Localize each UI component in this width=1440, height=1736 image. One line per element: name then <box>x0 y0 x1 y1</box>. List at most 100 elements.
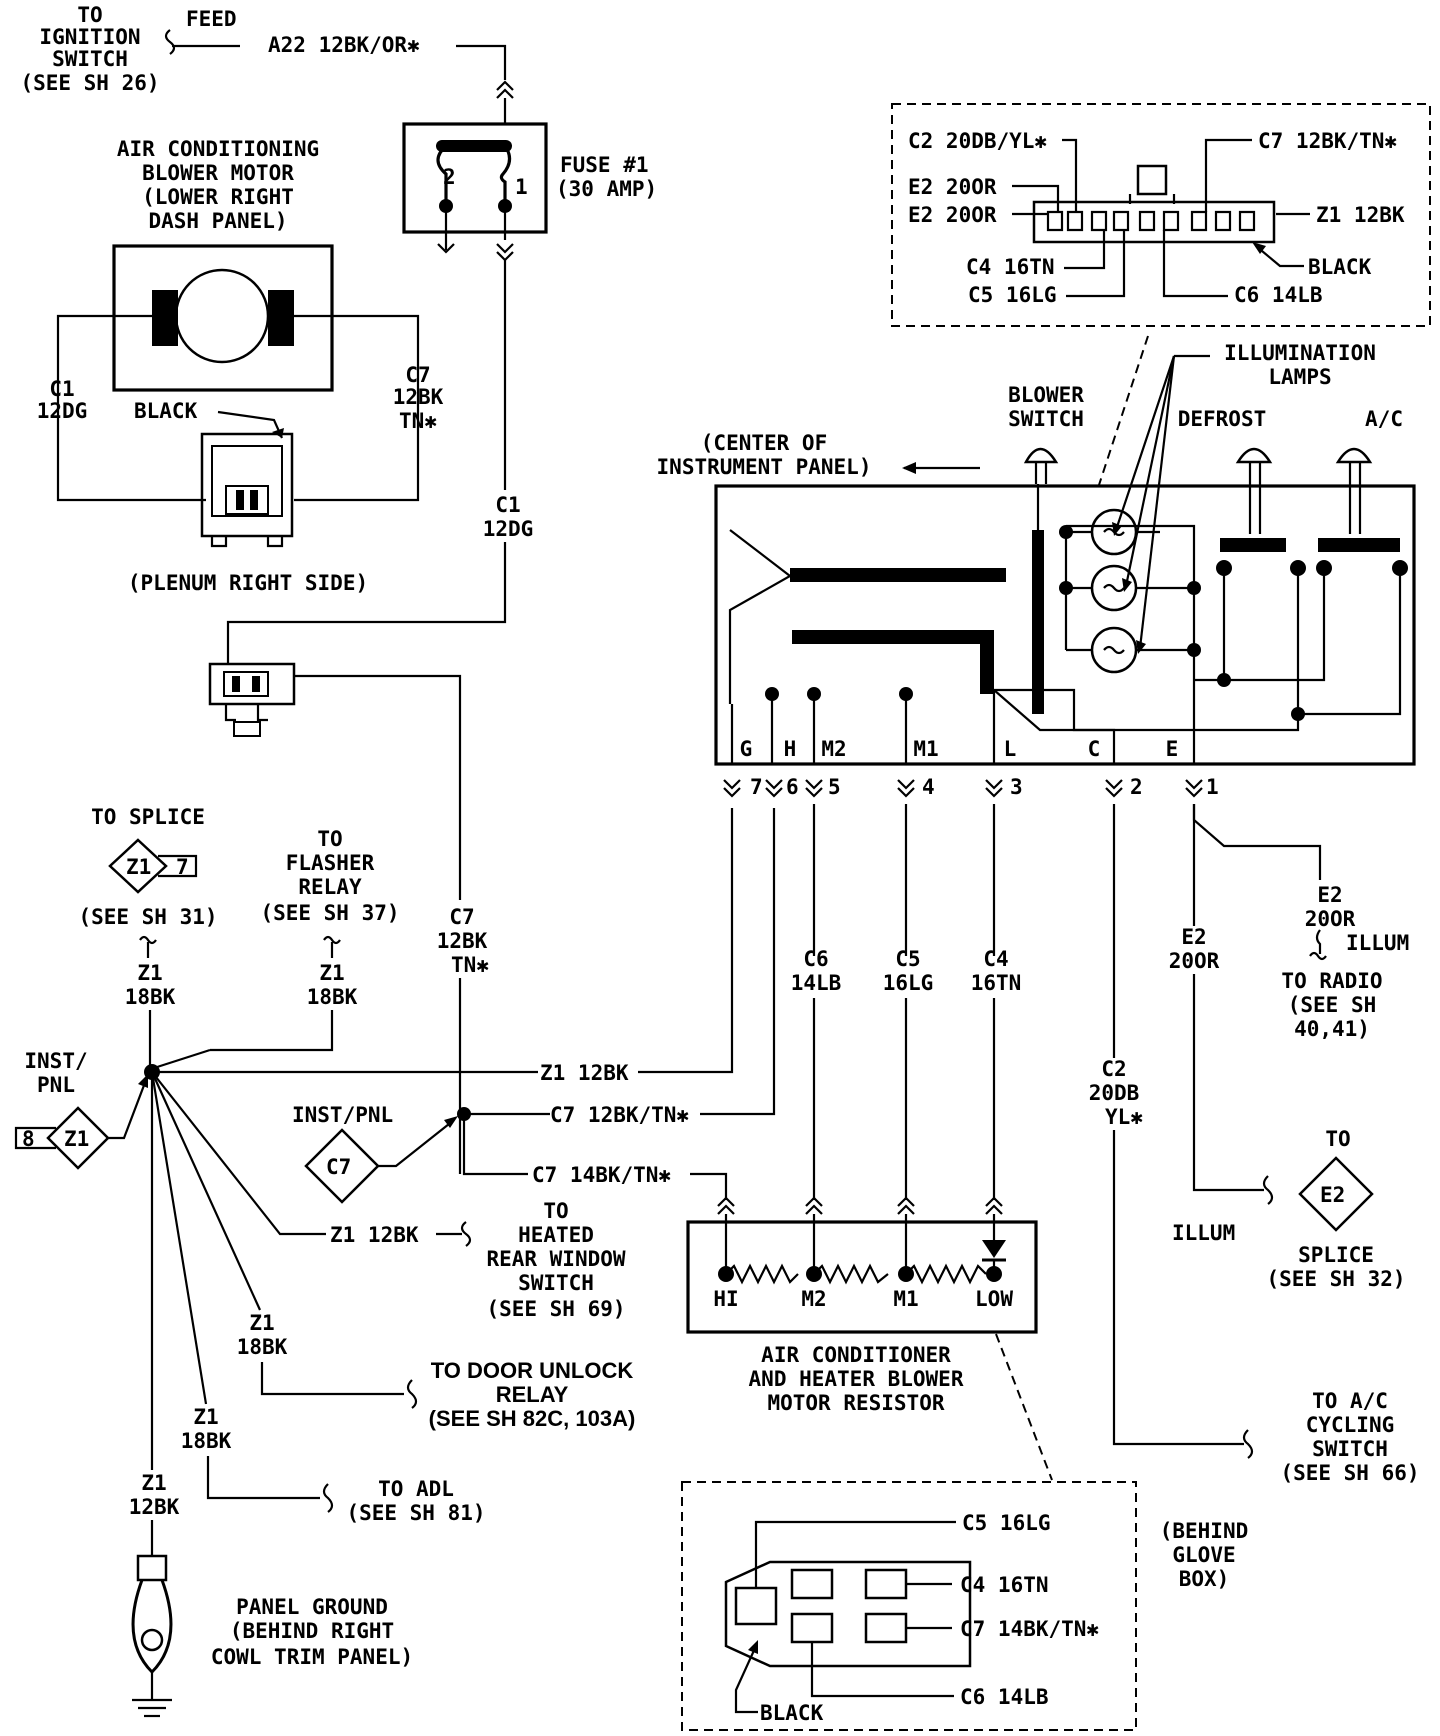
svg-text:C2: C2 <box>1101 1057 1126 1081</box>
c6-14lb-label: C6 14LB <box>791 947 842 995</box>
c7-14bk-tn-h-label: C7 14BK/TN✱ <box>532 1163 671 1187</box>
z1-18bk-c-label: Z1 <box>249 1311 274 1335</box>
svg-text:E2: E2 <box>1317 883 1342 907</box>
defrost-knob-icon <box>1235 447 1273 534</box>
heated-rear-window-label: TO HEATED REAR WINDOW SWITCH (SEE SH 69) <box>486 1199 625 1321</box>
fuse-label-2: (30 AMP) <box>556 177 657 201</box>
svg-text:5: 5 <box>828 775 841 799</box>
glove-box-connector-detail-box <box>681 1481 1137 1731</box>
sw-conn-z1-label: Z1 12BK <box>1316 203 1405 227</box>
svg-text:M2: M2 <box>821 737 846 761</box>
resistor-zigzag-icon <box>725 1263 987 1285</box>
resistor-title: AIR CONDITIONER AND HEATER BLOWER MOTOR … <box>749 1343 964 1415</box>
svg-text:16LG: 16LG <box>883 971 934 995</box>
motor-c1-gauge: 12DG <box>37 399 88 423</box>
svg-text:LOW: LOW <box>975 1287 1013 1311</box>
illum-splice-label: ILLUM <box>1172 1221 1235 1245</box>
svg-text:YL✱: YL✱ <box>1105 1105 1143 1129</box>
svg-text:FLASHER: FLASHER <box>286 851 375 875</box>
motor-c1-label: C1 <box>49 377 74 401</box>
blower-motor-title: AIR CONDITIONING BLOWER MOTOR (LOWER RIG… <box>117 137 319 233</box>
resistor-diode-icon <box>982 1240 1006 1258</box>
inst-pnl-left-label: INST/ PNL <box>24 1049 87 1097</box>
sw-conn-c7-label: C7 12BK/TN✱ <box>1258 129 1397 153</box>
resistor-box <box>686 1220 1038 1334</box>
svg-text:M1: M1 <box>913 737 938 761</box>
motor-c7-label: C7 <box>405 363 430 387</box>
svg-text:SWITCH: SWITCH <box>1312 1437 1388 1461</box>
ac-cycling-label: TO A/C CYCLING SWITCH (SEE SH 66) <box>1280 1389 1419 1485</box>
blower-switch-shaft <box>1032 530 1044 714</box>
splice-sh32-label: SPLICE (SEE SH 32) <box>1266 1243 1405 1291</box>
sw-conn-e2a-label: E2 20OR <box>908 175 997 199</box>
glove-c4-label: C4 16TN <box>960 1573 1049 1597</box>
svg-text:M1: M1 <box>893 1287 918 1311</box>
svg-text:C5: C5 <box>895 947 920 971</box>
a22-wire-label: A22 12BK/OR✱ <box>268 33 420 57</box>
svg-text:C4: C4 <box>983 947 1008 971</box>
blower-switch-label: BLOWER SWITCH <box>1008 383 1084 431</box>
heated-window-wire <box>151 1071 326 1236</box>
svg-text:(SEE SH: (SEE SH <box>1288 993 1377 1017</box>
blower-motor-box <box>112 244 334 392</box>
svg-text:LAMPS: LAMPS <box>1268 365 1331 389</box>
glove-black-label: BLACK <box>760 1701 824 1725</box>
svg-text:(SEE SH 66): (SEE SH 66) <box>1280 1461 1419 1485</box>
sw-conn-c5-label: C5 16LG <box>968 283 1057 307</box>
svg-text:BOX): BOX) <box>1179 1567 1230 1591</box>
svg-text:C: C <box>1088 737 1101 761</box>
terminal-labels: G H M2 M1 L C E <box>740 737 1179 761</box>
svg-text:RELAY: RELAY <box>496 1382 569 1407</box>
svg-text:C6: C6 <box>803 947 828 971</box>
svg-text:(CENTER OF: (CENTER OF <box>701 431 827 455</box>
fuse-label-1: FUSE #1 <box>560 153 649 177</box>
svg-text:REAR WINDOW: REAR WINDOW <box>486 1247 625 1271</box>
motor-c1-wire <box>56 314 206 502</box>
to-radio-label: TO RADIO (SEE SH 40,41) <box>1281 969 1382 1041</box>
c7-inst-pnl-diamond: C7 <box>304 1128 380 1204</box>
glove-c5-label: C5 16LG <box>962 1511 1051 1535</box>
switch-connector-detail-box <box>891 103 1431 327</box>
sw-conn-c2-label: C2 20DB/YL✱ <box>908 129 1047 153</box>
panel-pin-connectors <box>723 779 1203 798</box>
plenum-label: (PLENUM RIGHT SIDE) <box>128 571 368 595</box>
blower-motor-icon <box>174 268 270 364</box>
svg-text:AND HEATER BLOWER: AND HEATER BLOWER <box>749 1367 964 1391</box>
svg-text:16TN: 16TN <box>971 971 1022 995</box>
behind-glove-label: (BEHIND GLOVE BOX) <box>1160 1519 1249 1591</box>
fuse-box <box>402 122 548 234</box>
svg-text:SWITCH: SWITCH <box>52 47 128 71</box>
ignition-feed-label: TO IGNITION SWITCH (SEE SH 26) <box>20 3 159 95</box>
defrost-label: DEFROST <box>1178 407 1267 431</box>
sw-conn-c6-label: C6 14LB <box>1234 283 1323 307</box>
flasher-wire <box>210 1010 334 1052</box>
blower-switch-wiper <box>728 529 792 704</box>
svg-text:L: L <box>1004 737 1017 761</box>
fuse-pin-2: 2 <box>443 165 456 189</box>
feed-break-symbol <box>164 29 176 55</box>
pin-numbers: 7 6 5 4 3 2 1 <box>750 775 1219 799</box>
svg-text:(SEE SH 32): (SEE SH 32) <box>1266 1267 1405 1291</box>
c7-vert-gauge: 12BK <box>437 929 488 953</box>
switch-connector-icon <box>1032 164 1276 244</box>
c4-16tn-label: C4 16TN <box>971 947 1022 995</box>
svg-text:C7: C7 <box>326 1155 351 1179</box>
resistor-connectors <box>717 1196 1003 1215</box>
svg-text:SWITCH: SWITCH <box>1008 407 1084 431</box>
resistor-terminal-labels: HI M2 M1 LOW <box>713 1287 1013 1311</box>
c2-cycling-wire <box>1112 1130 1244 1446</box>
z1-18bk-c-gauge: 18BK <box>237 1335 288 1359</box>
z1-18bk-a-gauge: 18BK <box>125 985 176 1009</box>
fuse-bottom-connector <box>496 243 514 262</box>
svg-text:E2: E2 <box>1320 1183 1345 1207</box>
svg-text:TO DOOR UNLOCK: TO DOOR UNLOCK <box>431 1358 634 1383</box>
svg-text:2: 2 <box>1130 775 1143 799</box>
z1-18bk-b-gauge: 18BK <box>307 985 358 1009</box>
glove-c7-label: C7 14BK/TN✱ <box>960 1617 1099 1641</box>
svg-text:INSTRUMENT PANEL): INSTRUMENT PANEL) <box>657 455 872 479</box>
svg-text:AIR CONDITIONER: AIR CONDITIONER <box>761 1343 951 1367</box>
svg-text:AIR CONDITIONING: AIR CONDITIONING <box>117 137 319 161</box>
motor-c7-color: TN✱ <box>399 409 437 433</box>
e2-20or-vert-label: E2 20OR <box>1169 925 1220 973</box>
svg-text:ILLUMINATION: ILLUMINATION <box>1224 341 1376 365</box>
